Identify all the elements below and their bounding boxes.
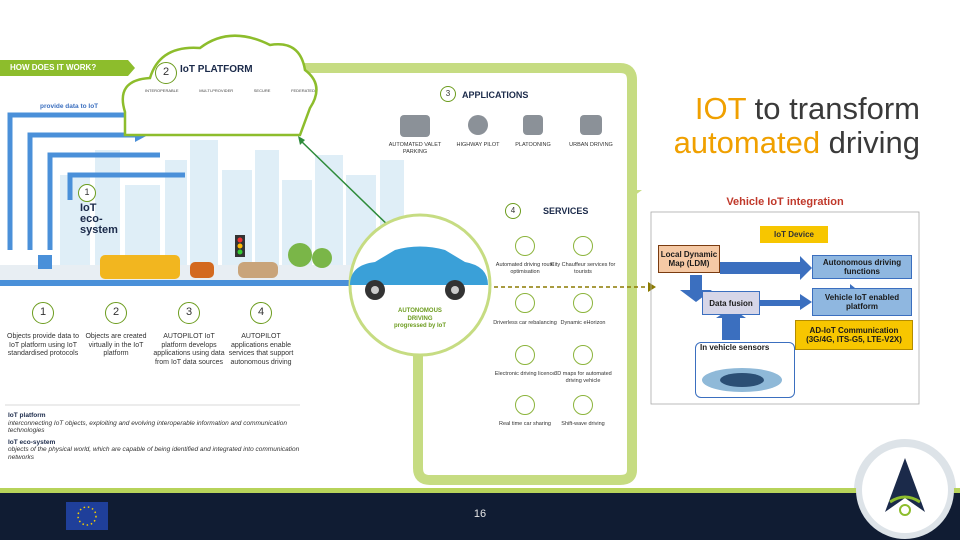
footer: [0, 493, 960, 540]
ecosystem-number: 1: [78, 184, 96, 202]
service-item: Automated driving route optimisation: [495, 262, 555, 275]
app-item: URBAN DRIVING: [569, 142, 613, 148]
sensors-label: In vehicle sensors: [700, 343, 770, 352]
platform-sub-list: INTEROPERABLE MULTI-PROVIDER SECURE FEDE…: [145, 88, 315, 93]
step-number: 4: [250, 302, 272, 324]
service-item: Electronic driving licence: [494, 371, 556, 377]
car-street-icon: [238, 262, 278, 278]
service-item: Real time car sharing: [499, 421, 551, 427]
service-icon: [573, 236, 593, 256]
service-item: Driverless car rebalancing: [493, 320, 557, 326]
frame-right-line: [413, 175, 637, 485]
step-number: 3: [178, 302, 200, 324]
service-icon: [515, 236, 535, 256]
definition-text: interconnecting IoT objects, exploiting …: [8, 419, 287, 435]
platooning-icon: [523, 115, 543, 135]
service-icon: [515, 345, 535, 365]
applications-number: 3: [440, 86, 456, 102]
how-it-works-label: HOW DOES IT WORK?: [10, 63, 97, 72]
slide-title: IOT to transform automated driving: [673, 91, 920, 160]
app-item: PLATOONING: [515, 142, 551, 148]
definitions: IoT platform interconnecting IoT objects…: [8, 412, 308, 461]
step-text: Objects are created virtually in the IoT…: [85, 333, 147, 357]
data-arrows: [7, 112, 185, 250]
highway-pilot-icon: [468, 115, 488, 135]
step-number: 2: [105, 302, 127, 324]
service-item: 3D maps for automated driving vehicle: [554, 371, 612, 384]
motorbike-icon: [190, 262, 214, 278]
step-text: AUTOPILOT IoT platform develops applicat…: [153, 333, 225, 366]
platform-sub-item: MULTI-PROVIDER: [199, 88, 234, 93]
service-icon: [515, 293, 535, 313]
definition-text: objects of the physical world, which are…: [8, 446, 300, 461]
vehicle-panel-border: [650, 211, 920, 405]
comm-box: AD-IoT Communication (3G/4G, ITS-G5, LTE…: [795, 320, 913, 350]
service-item: Shift-wave driving: [561, 421, 605, 427]
service-item: City Chauffeur services for tourists: [550, 262, 616, 275]
service-icon: [573, 293, 593, 313]
autonomous-functions-box: Autonomous driving functions: [812, 255, 912, 279]
logo-badge: [856, 441, 954, 539]
platform-sub-item: SECURE: [253, 88, 271, 93]
app-item: AUTOMATED VALET PARKING: [388, 142, 442, 155]
ecosystem-label: IoT eco- system: [80, 202, 118, 236]
car-icon: [350, 246, 488, 285]
applications-label: APPLICATIONS: [462, 90, 529, 100]
app-item: HIGHWAY PILOT: [456, 142, 500, 148]
skyline: [60, 140, 404, 265]
step-text: AUTOPILOT applications enable services t…: [228, 333, 294, 366]
iot-device-box: IoT Device: [760, 226, 828, 243]
step-number: 1: [32, 302, 54, 324]
bus-icon: [100, 255, 180, 279]
service-icon: [515, 395, 535, 415]
valet-parking-icon: [400, 115, 430, 137]
service-icon: [573, 395, 593, 415]
platform-label: IoT PLATFORM: [180, 64, 253, 75]
how-banner-shape: [0, 60, 135, 76]
cloud-shape: [121, 34, 318, 137]
footer-accent: [0, 488, 960, 494]
autonomous-driving-label: AUTONOMOUS DRIVING progressed by IoT: [393, 308, 446, 329]
parking-sign-icon: [38, 255, 52, 269]
definition-term: IoT platform: [8, 412, 46, 419]
sensors-box: [695, 342, 795, 398]
vehicle-heading: Vehicle IoT integration: [726, 196, 844, 208]
services-number: 4: [505, 203, 521, 219]
diagonal-arrow: [299, 139, 396, 233]
service-icon: [573, 345, 593, 365]
urban-driving-icon: [580, 115, 602, 135]
data-fusion-box: Data fusion: [702, 291, 760, 315]
services-label: SERVICES: [543, 206, 589, 216]
platform-sub-item: FEDERATED: [291, 88, 315, 93]
provide-data-label: provide data to IoT: [40, 103, 99, 110]
step-text: Objects provide data to IoT platform usi…: [7, 333, 79, 357]
ldm-box: Local Dynamic Map (LDM): [658, 245, 720, 273]
vehicle-arrows: [680, 256, 860, 340]
platform-number: 2: [155, 62, 177, 84]
service-item: Dynamic eHorizon: [560, 320, 606, 326]
definition-term: IoT eco-system: [8, 438, 56, 446]
platform-sub-item: INTEROPERABLE: [145, 88, 179, 93]
comm-sub: (3G/4G, ITS-G5, LTE-V2X): [806, 335, 902, 344]
tree-icon: [288, 243, 312, 267]
enabled-platform-box: Vehicle IoT enabled platform: [812, 288, 912, 316]
frame-top-line: [300, 63, 637, 185]
comm-title: AD-IoT Communication: [809, 326, 899, 335]
